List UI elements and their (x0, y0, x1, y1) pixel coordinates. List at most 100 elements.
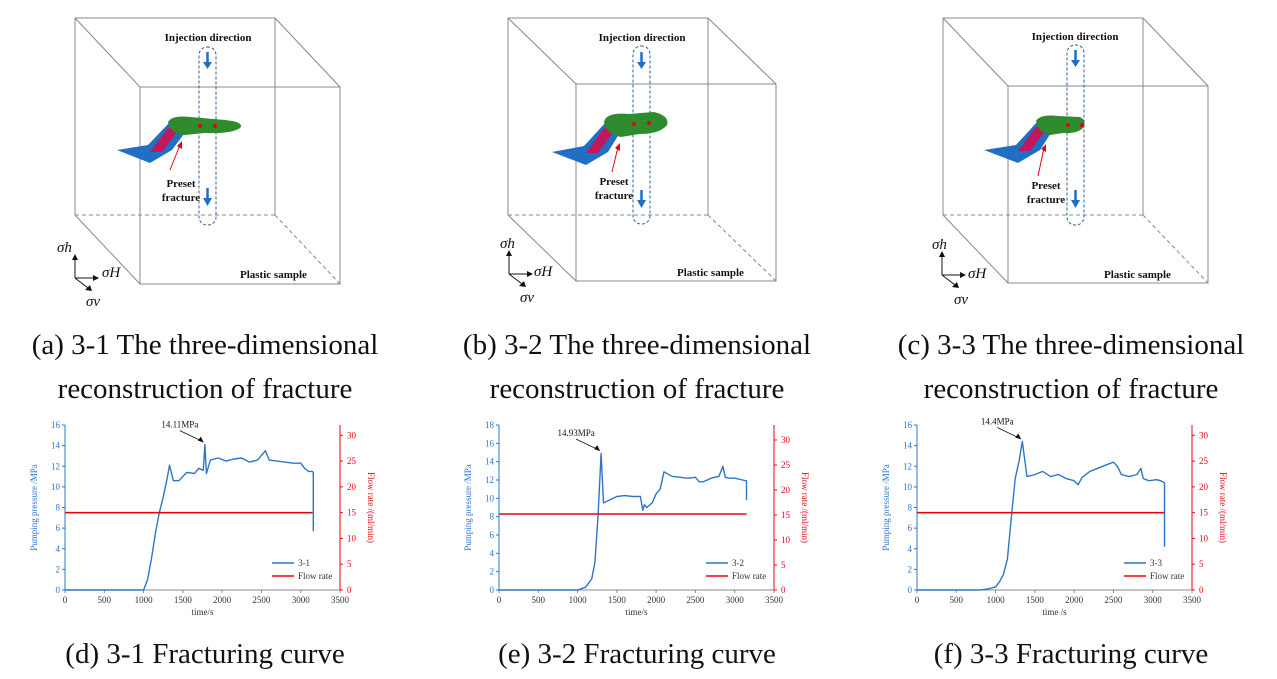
y-axis-label-right: Flow rate /(ml/min) (1218, 472, 1228, 543)
injection-direction-label: Injection direction (165, 32, 252, 44)
red-dot (213, 124, 217, 128)
y-tick-label-left: 2 (490, 567, 495, 577)
preset-pointer (1037, 147, 1045, 177)
legend-label: 3-1 (298, 558, 310, 568)
y-tick-label-left: 4 (490, 548, 495, 558)
sigma-h-label: σh (932, 237, 947, 253)
legend-label: Flow rate (298, 571, 332, 581)
x-tick-label: 2500 (252, 595, 271, 605)
y-tick-label-left: 10 (903, 482, 913, 492)
plastic-sample-label: Plastic sample (677, 267, 744, 279)
annotation-arrow-icon (1015, 433, 1022, 440)
arrow-right-icon (93, 275, 99, 281)
pointer-arrow-icon (177, 141, 182, 149)
caption-a-line1: (a) 3-1 The three-dimensional (31, 329, 379, 361)
edge-br (1142, 214, 1209, 284)
preset-fracture-core (1018, 127, 1048, 151)
edge-bl (507, 214, 577, 282)
y-tick-label-left: 6 (490, 530, 495, 540)
x-tick-label: 0 (497, 595, 502, 605)
x-tick-label: 1500 (174, 595, 193, 605)
x-axis-label: time /s (1042, 607, 1067, 617)
fracture-label: fracture (1027, 194, 1065, 206)
caption-d-text: (d) 3-1 Fracturing curve (65, 638, 345, 670)
y-tick-label-right: 20 (781, 485, 791, 495)
peak-pressure-label: 14.4MPa (981, 417, 1014, 427)
arrow-down-icon (637, 62, 646, 69)
y-tick-label-left: 12 (51, 461, 60, 471)
x-axis-label: time/s (192, 607, 214, 617)
x-tick-label: 1000 (569, 595, 588, 605)
y-tick-label-right: 20 (1199, 482, 1209, 492)
y-tick-label-left: 18 (485, 420, 495, 430)
injection-direction-label: Injection direction (1032, 31, 1119, 43)
fracture-3d-figure: Injection direction Preset fracture Plas… (932, 17, 1209, 308)
red-dot (1079, 122, 1085, 128)
y-tick-label-right: 25 (1199, 456, 1209, 466)
x-tick-label: 1000 (135, 595, 154, 605)
x-tick-label: 3000 (726, 595, 745, 605)
sigma-v-label: σv (86, 294, 100, 310)
edge-br (707, 214, 777, 282)
x-tick-label: 3500 (765, 595, 784, 605)
pressure-line (499, 452, 748, 591)
peak-pressure-label: 14.93MPa (558, 428, 595, 438)
y-axis-label-right: Flow rate /(ml/min) (366, 472, 376, 543)
x-axis-label: time/s (626, 607, 648, 617)
y-tick-label-left: 10 (485, 493, 495, 503)
arrow-right-icon (527, 271, 533, 277)
caption-e: (e) 3-2 Fracturing curve (430, 632, 844, 676)
sigma-h-label: σh (57, 240, 72, 256)
fracture-green (1036, 115, 1085, 135)
red-dot (1066, 123, 1070, 127)
y-tick-label-right: 15 (1199, 508, 1209, 518)
y-axis-label-left: Pumping pressure /MPa (463, 464, 473, 551)
y-tick-label-left: 6 (56, 523, 61, 533)
y-tick-label-right: 20 (347, 482, 357, 492)
y-tick-label-left: 16 (485, 438, 495, 448)
y-tick-label-right: 25 (347, 456, 357, 466)
y-tick-label-right: 0 (781, 585, 786, 595)
y-axis-label-right: Flow rate /(ml/min) (800, 472, 810, 543)
y-tick-label-left: 6 (908, 523, 913, 533)
injection-tube (198, 46, 217, 226)
arrow-diag-icon (85, 285, 92, 291)
y-axis-label-left: Pumping pressure /MPa (881, 464, 891, 551)
y-tick-label-left: 12 (903, 461, 912, 471)
y-tick-label-right: 15 (781, 510, 791, 520)
sigma-v-label: σv (954, 292, 968, 308)
legend-label: 3-2 (732, 558, 744, 568)
y-tick-label-right: 0 (1199, 585, 1204, 595)
x-tick-label: 1500 (608, 595, 627, 605)
legend-label: Flow rate (1150, 571, 1184, 581)
preset-fracture-core (150, 128, 180, 152)
y-tick-label-left: 16 (903, 420, 913, 430)
sigma-v-label: σv (520, 290, 534, 306)
sigma-H-label: σH (968, 266, 987, 282)
y-tick-label-left: 10 (51, 482, 61, 492)
peak-pressure-label: 14.11MPa (161, 420, 198, 430)
y-tick-label-left: 2 (908, 564, 913, 574)
y-tick-label-left: 0 (490, 585, 495, 595)
x-tick-label: 2500 (1104, 595, 1123, 605)
y-tick-label-left: 14 (903, 441, 913, 451)
preset-pointer (169, 144, 181, 171)
front-face (1007, 85, 1209, 284)
y-tick-label-right: 10 (347, 533, 357, 543)
y-tick-label-left: 14 (51, 441, 61, 451)
red-dot (647, 121, 651, 125)
y-tick-label-left: 12 (485, 475, 494, 485)
red-dot (198, 124, 202, 128)
arrow-down-icon (1071, 60, 1080, 67)
x-tick-label: 0 (915, 595, 920, 605)
injection-tube (1066, 44, 1085, 226)
arrow-diag-icon (952, 282, 959, 288)
caption-f-text: (f) 3-3 Fracturing curve (933, 638, 1209, 670)
arrow-right-icon (960, 272, 966, 278)
caption-f: (f) 3-3 Fracturing curve (866, 632, 1276, 676)
arrow-up-icon (939, 251, 945, 257)
preset-label: Preset (166, 178, 195, 190)
